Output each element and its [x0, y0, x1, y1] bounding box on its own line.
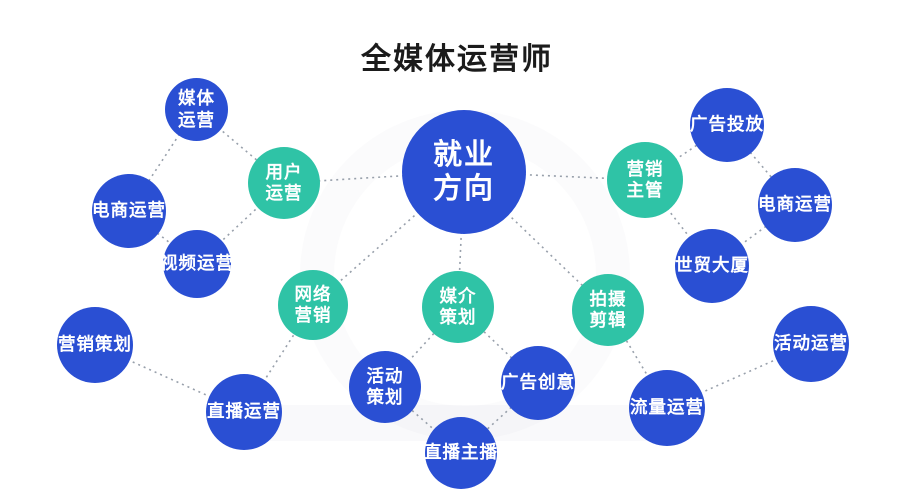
node-world-trade-building: 世贸大厦 [675, 229, 749, 303]
node-label: 剪辑 [589, 310, 627, 330]
node-label: 运营 [178, 109, 215, 130]
node-event-operations: 活动运营 [773, 306, 849, 382]
node-network-marketing: 网络 营销 [278, 270, 348, 340]
connector-line [457, 171, 465, 308]
node-ad-creative: 广告创意 [501, 346, 575, 420]
node-label: 网络 [294, 283, 332, 304]
node-traffic-operations: 流量运营 [629, 370, 705, 446]
node-label: 拍摄 [589, 288, 627, 309]
node-video-operations: 视频运营 [160, 230, 234, 298]
node-shooting-editing: 拍摄 剪辑 [572, 274, 644, 346]
node-label: 视频运营 [160, 253, 234, 274]
node-label: 用户 [265, 161, 303, 182]
node-label: 流量运营 [630, 397, 704, 418]
node-label: 直播运营 [207, 401, 281, 422]
node-label: 策划 [366, 387, 404, 407]
node-user-operations: 用户 运营 [248, 147, 320, 219]
node-label: 营销策划 [58, 334, 132, 355]
node-label: 活动 [366, 365, 404, 386]
node-ecommerce-operations-left: 电商运营 [92, 174, 166, 248]
node-employment-direction: 就业 方向 [402, 110, 526, 234]
node-label: 媒体 [178, 88, 215, 109]
node-label: 电商运营 [92, 200, 166, 221]
node-label: 方向 [432, 173, 495, 205]
connector-line [128, 108, 197, 212]
node-media-operations: 媒体 运营 [165, 78, 228, 141]
node-marketing-planning: 营销策划 [57, 307, 133, 383]
node-label: 就业 [432, 138, 495, 171]
connector-line [128, 210, 198, 265]
node-label: 活动运营 [774, 333, 848, 354]
node-label: 营销 [294, 305, 332, 325]
node-label: 电商运营 [758, 194, 832, 215]
node-label: 广告投放 [690, 114, 764, 135]
connector-line [644, 124, 728, 181]
page-title: 全媒体运营师 [361, 43, 553, 76]
node-ecommerce-operations-right: 电商运营 [758, 168, 832, 242]
node-label: 媒介 [439, 285, 477, 306]
node-livestream-operations: 直播运营 [206, 374, 282, 450]
node-media-planning: 媒介 策划 [422, 271, 494, 343]
connector-line [666, 343, 812, 409]
node-label: 世贸大厦 [675, 255, 749, 276]
node-label: 运营 [265, 183, 303, 203]
node-label: 广告创意 [501, 372, 575, 393]
node-livestream-host: 直播主播 [424, 417, 498, 489]
node-marketing-manager: 营销 主管 [607, 142, 683, 218]
node-event-planning: 活动 策划 [349, 351, 421, 423]
node-label: 策划 [439, 307, 477, 327]
node-label: 直播主播 [424, 442, 498, 463]
node-label: 营销 [626, 158, 664, 179]
node-label: 主管 [626, 180, 664, 200]
node-ad-placement: 广告投放 [690, 88, 764, 162]
